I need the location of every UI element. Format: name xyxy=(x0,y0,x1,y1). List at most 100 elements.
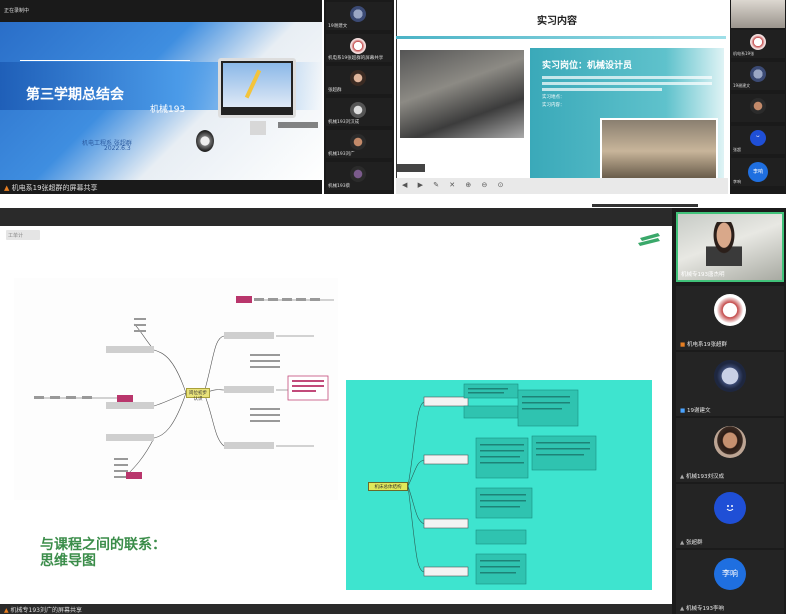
participant-name: 机械193刘广 xyxy=(328,152,355,157)
participant-tile[interactable] xyxy=(731,0,785,28)
participant-name: 张超 xyxy=(733,147,741,152)
top-left-bottombar: ▲ 机电系19张超群的屏幕共享 xyxy=(0,180,322,194)
smile-avatar-icon xyxy=(714,492,746,524)
participant-tile[interactable]: ■ 机电系19张超群 xyxy=(676,286,784,350)
slide-controls[interactable] xyxy=(278,122,318,128)
separator-bar xyxy=(592,204,698,207)
avatar xyxy=(750,66,766,82)
smile-avatar-icon: ᵕ xyxy=(750,130,766,146)
participant-name: 机电系19张 xyxy=(733,51,755,56)
participant-tile[interactable]: 李响 李响 xyxy=(731,158,785,186)
avatar xyxy=(350,38,366,54)
avatar xyxy=(714,360,746,392)
left-mindmap-connectors xyxy=(34,296,334,479)
avatar: 李响 xyxy=(714,558,746,590)
imac-illustration xyxy=(218,58,296,118)
smile-icon xyxy=(726,505,734,511)
participant-name: ▲ 机械193刘汉成 xyxy=(680,474,724,480)
participant-name: 李响 xyxy=(733,179,741,184)
slide-date: 2022.6.3 xyxy=(104,145,131,152)
avatar xyxy=(350,166,366,182)
avatar xyxy=(350,6,366,22)
participant-name: 19谢建文 xyxy=(328,24,348,29)
avatar xyxy=(750,34,766,50)
building-photo xyxy=(600,118,718,184)
participant-tile[interactable]: 张超群 xyxy=(326,66,392,94)
toolbar-icons[interactable]: ◀ ▶ ✎ ✕ ⊕ ⊖ ⊙ xyxy=(402,181,508,189)
participant-tile[interactable]: 李响 ▲ 机械专193李响 xyxy=(676,550,784,614)
right-mindmap-center-node: 机床总体结构 xyxy=(368,482,408,491)
recording-label: 正在录制中 xyxy=(4,8,30,14)
participant-name: ▲ 张超群 xyxy=(680,540,703,546)
imac-stand xyxy=(250,121,266,135)
participant-name: ■ 19谢建文 xyxy=(680,408,711,414)
bullet-location: 实习地点： xyxy=(542,95,565,100)
participant-name: 机械193刘汉成 xyxy=(328,120,360,125)
speaker-person xyxy=(706,222,742,266)
avatar xyxy=(750,98,766,114)
bullet-content: 实习内容： xyxy=(542,103,565,108)
share-badge xyxy=(397,164,425,172)
participant-tile[interactable]: ▲ 机械193刘汉成 xyxy=(676,418,784,482)
participant-name: 机械专193唐杰明 xyxy=(681,272,725,278)
left-mindmap-center-node: 岗位初步认识 xyxy=(186,388,210,402)
user-icon: ■ xyxy=(680,408,687,414)
participant-tile[interactable]: ■ 19谢建文 xyxy=(676,352,784,416)
user-icon: ▲ xyxy=(680,474,686,480)
participant-tile[interactable]: 机械193蔡 xyxy=(326,162,392,190)
participant-tile[interactable]: 机电系19张超群的屏幕共享 xyxy=(326,34,392,62)
text-line xyxy=(542,88,662,91)
slide-accent-line xyxy=(396,36,726,39)
participant-name: 张超群 xyxy=(328,88,342,93)
avatar: 李响 xyxy=(748,162,768,182)
speaker-icon xyxy=(196,130,214,152)
slide-tag: 工单计 xyxy=(6,230,40,240)
slide-presenter: 机电工程系 张超群 xyxy=(82,140,132,147)
position-label: 实习岗位：机械设计员 xyxy=(542,61,633,71)
avatar xyxy=(350,134,366,150)
slide-toolbar[interactable]: ◀ ▶ ✎ ✕ ⊕ ⊖ ⊙ xyxy=(396,178,728,194)
participant-name: 19谢建文 xyxy=(733,83,751,88)
avatar xyxy=(350,102,366,118)
top-mid-participant-column xyxy=(324,0,394,194)
text-line xyxy=(542,82,712,85)
user-icon: ▲ xyxy=(680,540,686,546)
avatar xyxy=(350,70,366,86)
avatar xyxy=(714,294,746,326)
user-icon: ▲ xyxy=(680,606,686,612)
caption-course-connection: 与课程之间的联系： xyxy=(40,537,166,553)
top-left-topbar: 正在录制中 xyxy=(0,0,322,22)
main-share-topbar xyxy=(0,208,672,226)
slide-divider xyxy=(20,60,190,61)
participant-name: 机械193蔡 xyxy=(328,184,351,189)
right-mindmap-connectors xyxy=(407,383,597,585)
participant-tile[interactable]: 19谢建文 xyxy=(326,2,392,30)
participant-name: ▲ 机械专193李响 xyxy=(680,606,724,612)
internship-slide-title: 实习内容 xyxy=(537,16,577,27)
participant-name: 机电系19张超群的屏幕共享 xyxy=(328,56,384,61)
share-icon: ▲ xyxy=(4,184,10,192)
laptop-photo xyxy=(400,50,524,138)
slide-subtitle: 机械193 xyxy=(150,105,186,115)
participant-tile[interactable]: 19谢建文 xyxy=(731,62,785,90)
share-icon: ■ xyxy=(680,342,687,348)
participant-name: ■ 机电系19张超群 xyxy=(680,342,727,348)
main-share-bottombar: ▲ 机械专193刘广的屏幕共享 xyxy=(0,604,672,614)
share-icon: ▲ xyxy=(4,607,9,614)
stripes-logo-icon xyxy=(638,233,660,246)
participant-tile[interactable] xyxy=(731,94,785,122)
left-mindmap xyxy=(14,278,338,500)
layout-separator xyxy=(0,194,786,208)
participant-tile[interactable]: 机电系19张 xyxy=(731,30,785,58)
caption-mindmap: 思维导图 xyxy=(40,553,96,569)
main-share-label: ▲ 机械专193刘广的屏幕共享 xyxy=(4,607,82,614)
text-line xyxy=(542,76,712,79)
share-label: ▲ 机电系19张超群的屏幕共享 xyxy=(4,184,98,192)
avatar xyxy=(714,426,746,458)
participant-tile[interactable]: ▲ 张超群 xyxy=(676,484,784,548)
participant-tile[interactable]: 机械193刘汉成 xyxy=(326,98,392,126)
slide-title: 第三学期总结会 xyxy=(26,87,124,103)
participant-tile[interactable]: ᵕ 张超 xyxy=(731,126,785,154)
participant-tile[interactable]: 机械193刘广 xyxy=(326,130,392,158)
